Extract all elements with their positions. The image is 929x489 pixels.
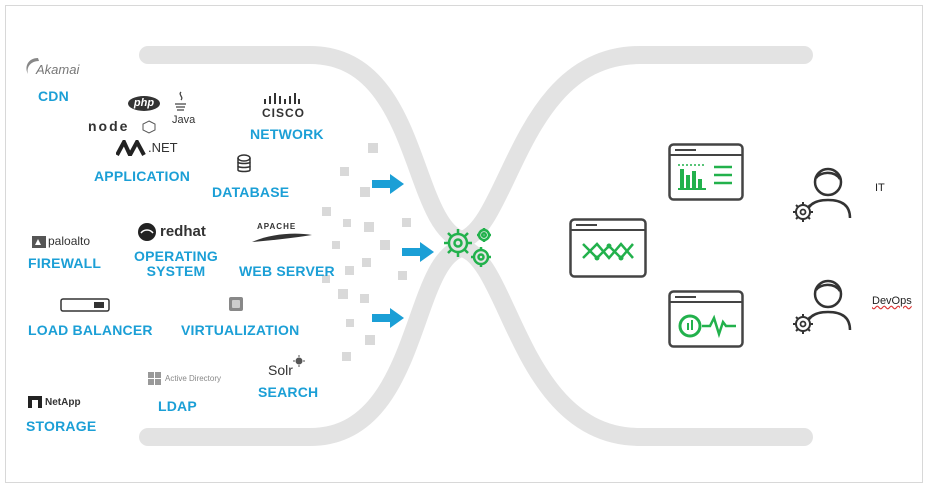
windows-logo-icon (148, 372, 161, 385)
user-gear-icon (793, 167, 852, 222)
data-particle (362, 258, 371, 267)
dotnet-mark-icon (116, 140, 146, 156)
data-particle (343, 219, 351, 227)
category-virtualization: VIRTUALIZATION (181, 322, 300, 338)
data-particle (402, 218, 411, 227)
arrow-right-icon (372, 308, 404, 328)
category-load-balancer: LOAD BALANCER (28, 322, 153, 338)
persona-label-devops: DevOps (872, 295, 912, 307)
category-cdn: CDN (38, 88, 69, 104)
paloalto-mark-icon (32, 236, 46, 248)
data-particle (380, 240, 390, 250)
category-web-server: WEB SERVER (239, 263, 335, 279)
java-cup-icon (175, 91, 186, 111)
active-directory-logo: Active Directory (165, 374, 222, 383)
apache-logo: APACHE (257, 222, 297, 231)
data-particle (346, 319, 354, 327)
data-particle (364, 222, 374, 232)
category-operating-system-line1: OPERATING (134, 248, 218, 264)
load-balancer-device-icon (60, 298, 110, 312)
persona-label-it: IT (875, 182, 885, 194)
virtualization-icon (229, 297, 243, 311)
arrow-right-icon (372, 174, 404, 194)
gauge-dashboard-icon (668, 290, 744, 348)
category-application: APPLICATION (94, 168, 191, 184)
database-icon (237, 154, 251, 173)
cisco-logo: CISCO (262, 106, 306, 120)
data-particle (368, 143, 378, 153)
topology-dashboard-icon (569, 218, 647, 278)
redhat-hat-icon (138, 223, 156, 241)
php-logo: php (128, 96, 160, 111)
data-particle (365, 335, 375, 345)
apache-feather-icon (252, 233, 312, 242)
category-ldap: LDAP (158, 398, 197, 414)
category-search: SEARCH (258, 384, 319, 400)
solr-logo: Solr (268, 362, 293, 378)
category-storage: STORAGE (26, 418, 97, 434)
redhat-logo: redhat (160, 223, 206, 240)
node-hexagon-icon (142, 120, 156, 134)
akamai-swoosh-icon (26, 58, 39, 74)
data-particle (322, 207, 331, 216)
akamai-logo: Akamai (36, 62, 80, 77)
data-particle (342, 352, 351, 361)
data-particle (398, 271, 407, 280)
data-particle (345, 266, 354, 275)
java-logo: Java (172, 114, 196, 126)
category-firewall: FIREWALL (28, 255, 102, 271)
bar-chart-dashboard-icon (668, 143, 744, 201)
category-operating-system-line2: SYSTEM (146, 263, 206, 279)
arrow-right-icon (402, 242, 434, 262)
data-particle (332, 241, 340, 249)
diagram-frame (5, 5, 923, 483)
category-network: NETWORK (250, 126, 324, 142)
node-logo: node (88, 118, 130, 134)
user-gear-icon (793, 279, 852, 334)
data-particle (360, 294, 369, 303)
gears-icon (444, 228, 491, 267)
netapp-logo: NetApp (45, 397, 81, 408)
data-particle (340, 167, 349, 176)
solr-sun-icon (293, 355, 305, 367)
data-particle (360, 187, 370, 197)
paloalto-logo: paloalto (48, 234, 91, 248)
dotnet-logo: .NET (148, 140, 178, 155)
data-particle (338, 289, 348, 299)
category-database: DATABASE (212, 184, 290, 200)
netapp-mark-icon (28, 396, 42, 408)
cisco-bars-icon (264, 93, 300, 104)
data-particle (322, 275, 330, 283)
